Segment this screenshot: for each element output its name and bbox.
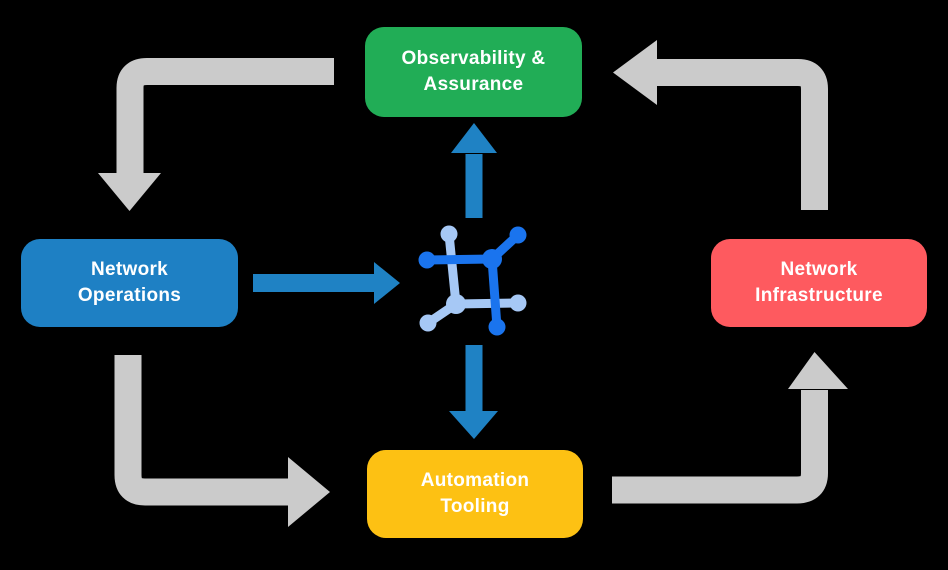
cycle-arrowhead-up — [788, 352, 848, 389]
network-hub-icon — [418, 225, 527, 336]
flow-arrowhead-up — [451, 123, 497, 153]
cycle-arrow-operations-to-automation — [114, 355, 330, 527]
flow-arrow-operations-to-center — [253, 262, 400, 304]
flow-arrow-center-to-automation — [449, 345, 498, 439]
cycle-arrow-automation-to-infrastructure — [612, 352, 848, 504]
icon-node-dot — [418, 251, 436, 269]
flow-arrowhead-right — [374, 262, 400, 304]
icon-node-dot — [488, 318, 506, 336]
icon-node-dot — [482, 249, 502, 269]
icon-dark-branch — [487, 254, 502, 332]
flow-arrowhead-down — [449, 411, 498, 439]
cycle-arrow-shaft — [114, 355, 289, 506]
node-automation-tooling: Automation Tooling — [367, 450, 583, 538]
node-network-operations: Network Operations — [21, 239, 238, 327]
network-hub-icon-light-branches — [419, 225, 527, 332]
cycle-arrowhead-right — [288, 457, 330, 527]
node-label: Automation Tooling — [420, 470, 530, 517]
node-network-infrastructure: Network Infrastructure — [711, 239, 927, 327]
icon-node-dot — [446, 294, 466, 314]
node-label: Network Operations — [77, 259, 182, 306]
cycle-arrow-infrastructure-to-observability — [613, 40, 828, 210]
network-hub-icon-dark-branches — [418, 226, 527, 336]
node-observability-assurance: Observability & Assurance — [365, 27, 582, 117]
cycle-arrow-shaft — [656, 59, 828, 210]
cycle-arrowhead-down — [98, 173, 161, 211]
cycle-arrow-shaft — [116, 58, 334, 174]
cycle-arrow-shaft — [612, 390, 828, 504]
icon-node-dot — [509, 294, 527, 312]
icon-node-dot — [509, 226, 527, 244]
icon-light-branch — [451, 298, 523, 309]
node-label: Network Infrastructure — [755, 259, 883, 306]
cycle-arrowhead-left — [613, 40, 657, 105]
node-label: Observability & Assurance — [401, 48, 546, 95]
icon-node-dot — [440, 225, 458, 243]
icon-node-dot — [419, 314, 437, 332]
cycle-arrow-observability-to-operations — [98, 58, 334, 211]
icon-dark-branch — [422, 230, 523, 265]
flow-arrow-center-to-observability — [451, 123, 497, 218]
